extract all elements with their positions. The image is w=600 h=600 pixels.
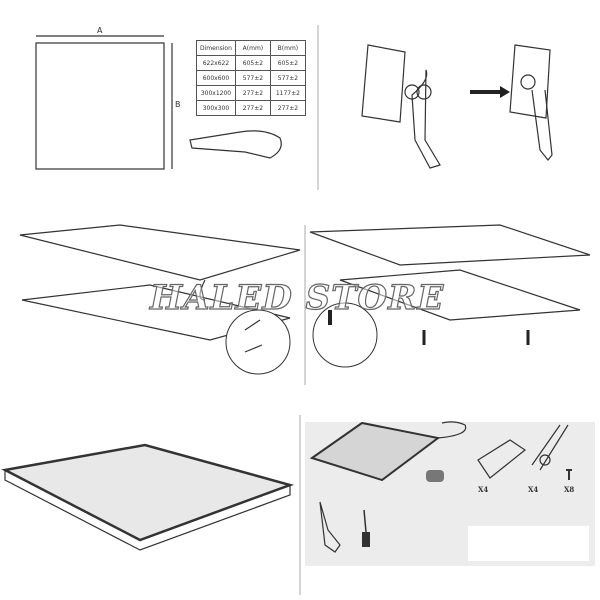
tool-icon — [189, 130, 282, 159]
spring-icon — [531, 424, 569, 471]
screwdriver-icon — [362, 532, 370, 547]
table-row: 300x1200 277±2 1177±2 — [196, 85, 306, 101]
watermark: HALED STORE — [149, 277, 445, 318]
bracket-quantity: X4 — [478, 485, 489, 494]
spring-quantity: X4 — [528, 485, 539, 494]
table-cell: 577±2 — [234, 70, 271, 86]
table-cell: 300x1200 — [196, 85, 236, 101]
blank-label — [468, 526, 589, 561]
panel-ceiling-connect — [19, 224, 301, 375]
screw-icon — [566, 469, 572, 480]
connector-icon — [426, 470, 444, 482]
table-cell: 622x622 — [196, 55, 236, 71]
bracket-icon — [477, 439, 527, 479]
wrench-icon — [319, 501, 341, 553]
header-cell: B(mm) — [269, 40, 306, 56]
table-cell: 605±2 — [234, 55, 271, 71]
dimension-label-a: A — [97, 26, 103, 35]
screw-quantity: X8 — [564, 485, 575, 494]
panel-installed — [1, 443, 295, 551]
table-cell: 277±2 — [269, 100, 306, 116]
header-cell: Dimension — [196, 40, 236, 56]
table-cell: 300x300 — [196, 100, 236, 116]
dimension-label-b: B — [175, 100, 181, 109]
panel-parts — [309, 421, 589, 561]
table-cell: 605±2 — [269, 55, 306, 71]
table-cell: 277±2 — [234, 85, 271, 101]
panel-spring-attach — [361, 44, 553, 169]
dimension-table: Dimension A(mm) B(mm) 622x622 605±2 605±… — [196, 40, 306, 116]
table-row: 300x300 277±2 277±2 — [196, 100, 306, 116]
table-cell: 577±2 — [269, 70, 306, 86]
table-cell: 600x600 — [196, 70, 236, 86]
table-row: 600x600 577±2 577±2 — [196, 70, 306, 86]
panel-dimension-drawing — [35, 35, 282, 170]
table-header-row: Dimension A(mm) B(mm) — [196, 40, 306, 56]
panel-ceiling-mount — [309, 224, 591, 368]
table-cell: 1177±2 — [269, 85, 306, 101]
table-cell: 277±2 — [234, 100, 271, 116]
table-row: 622x622 605±2 605±2 — [196, 55, 306, 71]
header-cell: A(mm) — [234, 40, 271, 56]
